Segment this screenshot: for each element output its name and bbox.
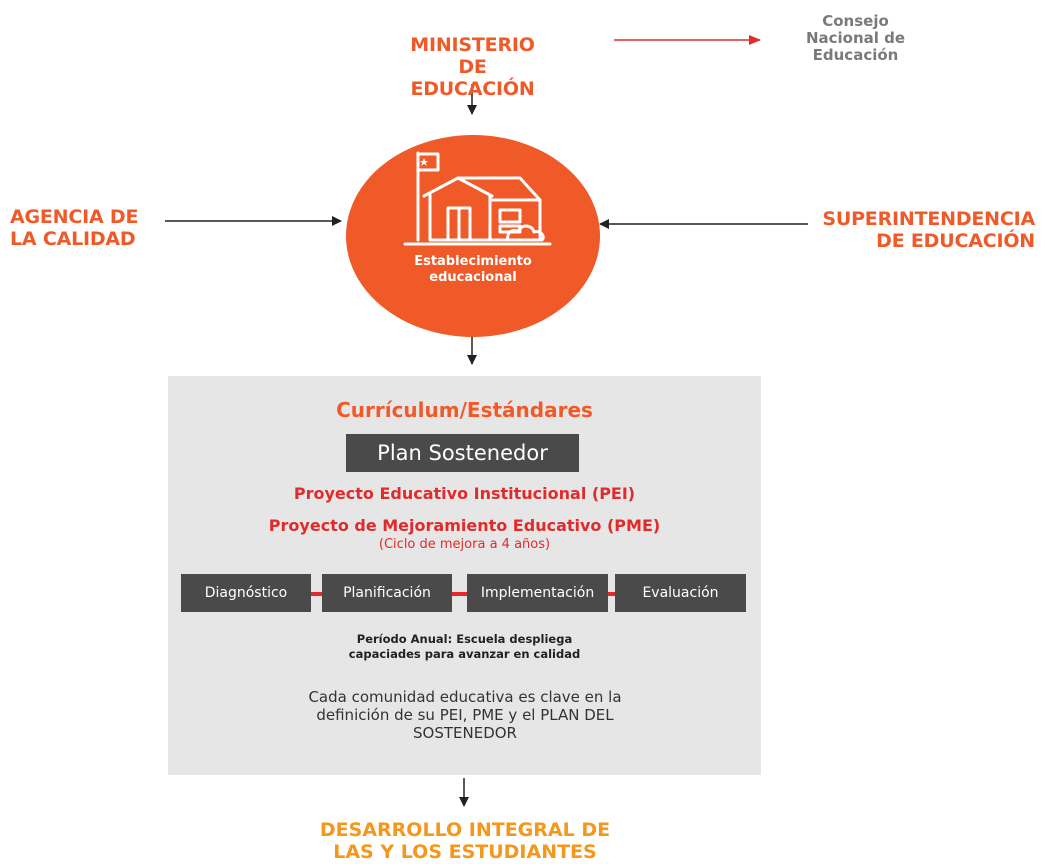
curriculum-title: Currículum/Estándares bbox=[336, 398, 593, 422]
step-connector bbox=[451, 592, 471, 596]
establecimiento-label-line2: educacional bbox=[429, 270, 516, 285]
superintendencia-node: SUPERINTENDENCIA DE EDUCACIÓN bbox=[815, 208, 1035, 252]
flag-star-icon bbox=[419, 158, 429, 166]
cada-line1: Cada comunidad educativa es clave en la bbox=[308, 688, 622, 706]
pme-sub-label: (Ciclo de mejora a 4 años) bbox=[378, 537, 551, 552]
pme-label: Proyecto de Mejoramiento Educativo (PME) bbox=[268, 516, 661, 535]
desarrollo-node: DESARROLLO INTEGRAL DE LAS Y LOS ESTUDIA… bbox=[290, 819, 640, 863]
desarrollo-line1: DESARROLLO INTEGRAL DE bbox=[319, 819, 611, 841]
agencia-line2: LA CALIDAD bbox=[10, 228, 136, 250]
periodo-line1: Período Anual: Escuela despliega bbox=[356, 632, 573, 646]
ministerio-node: MINISTERIO DE EDUCACIÓN bbox=[400, 34, 545, 100]
step-connector bbox=[310, 592, 326, 596]
ministerio-line1: MINISTERIO bbox=[410, 34, 535, 56]
consejo-line1: Consejo bbox=[822, 12, 889, 30]
cada-line3: SOSTENEDOR bbox=[413, 724, 517, 742]
agencia-node: AGENCIA DE LA CALIDAD bbox=[10, 206, 160, 250]
plan-sostenedor: Plan Sostenedor bbox=[346, 434, 579, 472]
consejo-line2: Nacional de bbox=[805, 29, 906, 47]
consejo-node: Consejo Nacional de Educación bbox=[793, 13, 918, 64]
cada-comunidad-text: Cada comunidad educativa es clave en la … bbox=[270, 688, 660, 742]
step-planificacion: Planificación bbox=[322, 574, 452, 612]
consejo-line3: Educación bbox=[812, 46, 899, 64]
periodo-line2: capaciades para avanzar en calidad bbox=[348, 647, 581, 661]
cada-line2: definición de su PEI, PME y el PLAN DEL bbox=[316, 706, 614, 724]
desarrollo-line2: LAS Y LOS ESTUDIANTES bbox=[333, 841, 597, 863]
step-diagnostico: Diagnóstico bbox=[181, 574, 311, 612]
step-connector bbox=[604, 592, 620, 596]
superintendencia-line2: DE EDUCACIÓN bbox=[876, 230, 1035, 252]
superintendencia-line1: SUPERINTENDENCIA bbox=[822, 208, 1035, 230]
school-building-icon bbox=[403, 151, 552, 246]
establecimiento-label-line1: Establecimiento bbox=[414, 254, 532, 269]
agencia-line1: AGENCIA DE bbox=[10, 206, 139, 228]
periodo-anual-text: Período Anual: Escuela despliega capacia… bbox=[168, 632, 761, 662]
step-evaluacion: Evaluación bbox=[615, 574, 746, 612]
establecimiento-node: Establecimiento educacional bbox=[346, 135, 600, 337]
ministerio-line2: DE EDUCACIÓN bbox=[410, 56, 535, 100]
step-implementacion: Implementación bbox=[467, 574, 608, 612]
pei-label: Proyecto Educativo Institucional (PEI) bbox=[293, 484, 636, 503]
